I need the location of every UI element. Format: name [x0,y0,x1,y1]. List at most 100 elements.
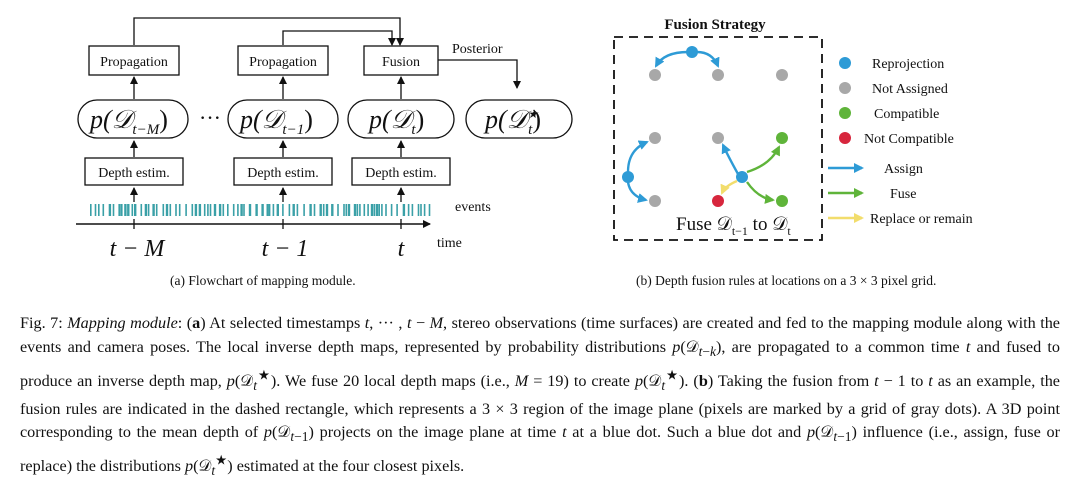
event-bar [367,204,369,216]
time-label: time [437,236,462,251]
propagation-label-2: Propagation [249,55,317,70]
event-bar [359,204,361,216]
propagation-box-1 [88,45,180,76]
event-bar [423,204,426,216]
event-bar [178,204,181,216]
event-bar [396,204,398,216]
event-bar [118,204,121,216]
event-bar [90,204,92,216]
legend-not-assigned-label: Not Assigned [872,82,948,97]
event-bar [375,204,379,216]
legend-not-compatible-label: Not Compatible [864,132,954,147]
legend-reprojection-label: Reprojection [872,57,944,72]
event-bar [203,204,206,216]
gray-dot [649,69,661,81]
legend-compatible-label: Compatible [874,107,939,122]
dist-pill-t-1 [227,99,339,139]
dist-pill-t-m [77,99,189,139]
propagation-box-2 [237,45,329,76]
event-bar [144,204,148,216]
assign-arrow [654,50,689,68]
caption-label: Fig. 7: [20,314,68,332]
assign-arrow [696,50,720,68]
posterior-label: Posterior [452,42,503,57]
event-bar [98,204,100,216]
event-bar [237,204,239,216]
depth-box-3 [351,157,451,186]
event-bar [331,204,334,216]
replace-arrow [720,179,738,195]
figure-canvas: Posterior Propagation Propagation Fusion… [76,17,973,262]
assign-arrow [721,143,740,175]
gray-dot [712,132,724,144]
event-bar [296,204,299,216]
depth-box-1 [84,157,184,186]
event-bar [227,204,229,216]
event-bar [207,204,209,216]
legend-not-compatible-dot [839,132,851,144]
legend-fuse-label: Fuse [890,187,916,202]
event-bar [240,204,243,216]
event-bar [261,204,264,216]
event-bar [131,204,134,216]
event-stream [90,204,431,216]
tick-label-t: t [398,236,406,262]
event-bar [185,204,187,216]
green-dot [776,195,788,207]
event-bar [255,204,258,216]
event-bar [378,204,380,216]
depth-label-3: Depth estim. [365,166,437,181]
event-bar [155,204,158,216]
fusion-box [363,45,439,76]
dist-label-t-star: p(𝒟★t) [483,105,541,138]
assign-arrow [626,181,648,203]
fuse-arrow [746,181,775,204]
dist-label-t-1: p(𝒟t−1) [238,105,313,138]
event-bar [272,204,275,216]
gray-dot [776,69,788,81]
event-bar [276,204,279,216]
event-bar [140,204,143,216]
depth-label-2: Depth estim. [247,166,319,181]
event-bar [347,204,351,216]
event-bar [222,204,225,216]
event-bar [218,204,222,216]
dist-label-t: p(𝒟t) [367,105,424,138]
dist-pill-t [347,99,455,139]
legend-compatible-dot [839,107,851,119]
event-bar [417,204,420,216]
event-bar [232,204,235,216]
event-bar [381,204,383,216]
connector-propagation-m-to-fusion [133,17,404,46]
tick-label-t-m: t − M [110,236,167,262]
event-bar [108,204,112,216]
event-bar [356,204,359,216]
event-bar [112,204,115,216]
fusion-label: Fusion [382,55,420,70]
gray-dot [649,195,661,207]
event-bar [213,204,217,216]
subcaption-a: (a) Flowchart of mapping module. [170,273,356,288]
event-bar [175,204,177,216]
event-bar [309,204,312,216]
subcaption-b: (b) Depth fusion rules at locations on a… [636,273,937,288]
gray-dot [712,69,724,81]
event-bar [102,204,105,216]
assign-arrow [626,140,649,173]
event-bar [94,204,97,216]
gray-dot [649,132,661,144]
event-bar [169,204,172,216]
event-bar [209,204,212,216]
event-bar [345,204,348,216]
event-bar [191,204,194,216]
event-bar [325,204,329,216]
green-dot [776,132,788,144]
event-bar [292,204,295,216]
event-bar [134,204,137,216]
event-bar [248,204,252,216]
event-bar [121,204,123,216]
legend-assign-label: Assign [884,162,923,177]
event-bar [194,204,198,216]
figure-caption: Fig. 7: Mapping module: (a) At selected … [20,312,1060,483]
event-bar [411,204,414,216]
